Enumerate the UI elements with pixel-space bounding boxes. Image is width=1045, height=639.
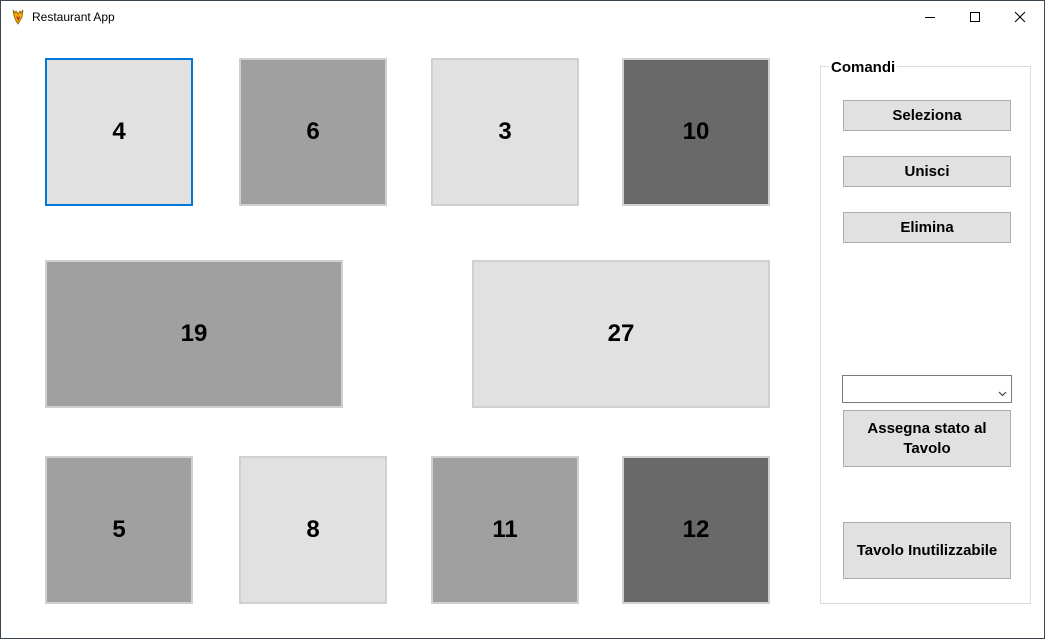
close-icon bbox=[1014, 11, 1026, 23]
table-tile[interactable]: 3 bbox=[431, 58, 579, 206]
table-tile[interactable]: 5 bbox=[45, 456, 193, 604]
maximize-icon bbox=[970, 12, 980, 22]
unusable-table-button[interactable]: Tavolo Inutilizzabile bbox=[843, 522, 1011, 579]
table-number: 19 bbox=[180, 320, 208, 347]
minimize-icon bbox=[925, 17, 935, 18]
table-number: 4 bbox=[112, 118, 126, 145]
window-title: Restaurant App bbox=[32, 10, 115, 24]
table-tile[interactable]: 27 bbox=[472, 260, 770, 408]
commands-groupbox bbox=[820, 66, 1031, 604]
table-tile[interactable]: 12 bbox=[622, 456, 770, 604]
assign-state-button[interactable]: Assegna stato al Tavolo bbox=[843, 410, 1011, 467]
table-tile[interactable]: 8 bbox=[239, 456, 387, 604]
table-number: 5 bbox=[112, 516, 126, 543]
table-number: 8 bbox=[306, 516, 320, 543]
table-number: 12 bbox=[682, 516, 710, 543]
table-number: 11 bbox=[492, 516, 518, 543]
commands-legend: Comandi bbox=[829, 59, 898, 76]
select-button[interactable]: Seleziona bbox=[843, 100, 1011, 131]
close-button[interactable] bbox=[997, 1, 1043, 33]
table-tile[interactable]: 11 bbox=[431, 456, 579, 604]
delete-button[interactable]: Elimina bbox=[843, 212, 1011, 243]
table-tile[interactable]: 6 bbox=[239, 58, 387, 206]
table-number: 6 bbox=[306, 118, 320, 145]
table-state-combobox[interactable] bbox=[842, 375, 1012, 403]
minimize-button[interactable] bbox=[907, 1, 953, 33]
table-tile[interactable]: 4 bbox=[45, 58, 193, 206]
table-tile[interactable]: 19 bbox=[45, 260, 343, 408]
maximize-button[interactable] bbox=[952, 1, 998, 33]
table-tile[interactable]: 10 bbox=[622, 58, 770, 206]
merge-button[interactable]: Unisci bbox=[843, 156, 1011, 187]
table-number: 10 bbox=[682, 118, 710, 145]
chevron-down-icon bbox=[998, 384, 1007, 402]
title-bar[interactable]: Restaurant App bbox=[1, 1, 1044, 33]
table-number: 3 bbox=[498, 118, 512, 145]
table-number: 27 bbox=[607, 320, 635, 347]
flame-icon bbox=[10, 9, 26, 25]
